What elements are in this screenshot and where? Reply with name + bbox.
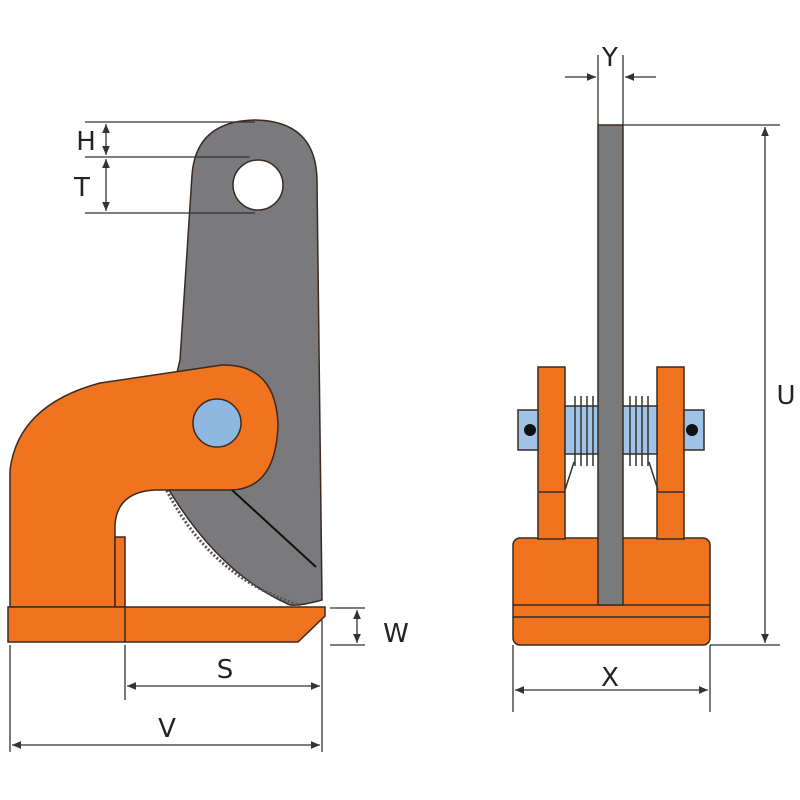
dim-label-s: S [217, 655, 234, 685]
dim-label-w: W [383, 619, 409, 649]
bolt-right [686, 424, 698, 436]
front-view: Y U X [512, 43, 796, 712]
spring-line [231, 489, 317, 568]
side-view: H T W S V [7, 119, 409, 752]
dim-label-u: U [776, 381, 795, 411]
eye-hole [232, 159, 284, 211]
jaw-insert [114, 536, 126, 608]
dim-label-y: Y [601, 43, 618, 73]
steel-plate [597, 124, 624, 606]
base-plate [7, 606, 326, 643]
right-upright [656, 366, 685, 540]
left-upright [537, 366, 566, 540]
dim-label-v: V [158, 714, 176, 744]
dim-label-t: T [73, 173, 90, 203]
dim-label-x: X [601, 663, 619, 693]
pivot-pin [192, 398, 242, 448]
dim-label-h: H [76, 127, 96, 157]
spring-coils [564, 396, 659, 491]
bolt-left [524, 424, 536, 436]
